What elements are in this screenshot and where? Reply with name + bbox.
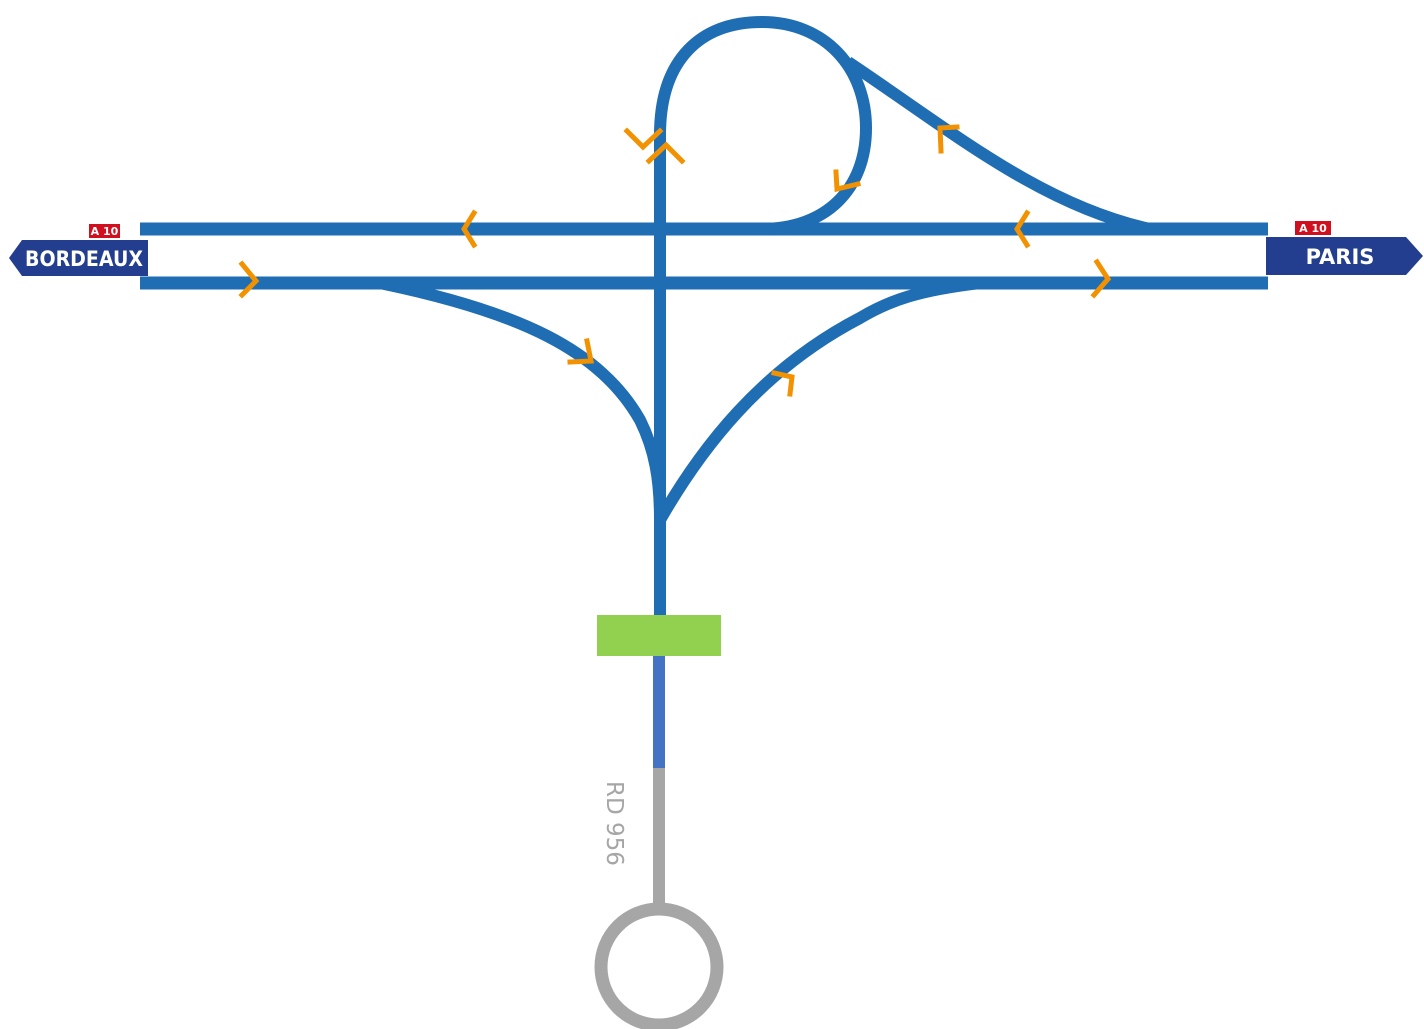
exit-ramp-from-bordeaux xyxy=(378,277,666,521)
direction-sign-panel xyxy=(13,243,145,273)
destination-label: BORDEAUX xyxy=(25,247,143,271)
direction-arrow xyxy=(645,141,686,165)
sign-bordeaux: A 10 BORDEAUX xyxy=(9,224,148,276)
sign-paris: A 10 PARIS xyxy=(1266,221,1423,275)
motorway-badge xyxy=(89,224,120,238)
local-access: RD 956 xyxy=(594,615,724,1029)
direction-arrow xyxy=(567,338,595,365)
destination-label: PARIS xyxy=(1306,245,1375,269)
motorway-badge xyxy=(1295,221,1331,235)
direction-arrow xyxy=(1090,258,1112,299)
direction-arrow xyxy=(623,127,664,151)
loop-ramp xyxy=(654,16,872,235)
toll-plaza xyxy=(597,615,721,656)
direction-arrow xyxy=(833,169,862,193)
motorway-badge-label: A 10 xyxy=(1299,222,1327,235)
interchange-ramps xyxy=(378,16,1152,615)
direction-arrows xyxy=(238,124,1112,397)
entry-ramp-to-paris xyxy=(654,277,981,523)
direction-arrow xyxy=(937,124,960,154)
direction-sign-panel xyxy=(1268,240,1419,272)
direction-arrow xyxy=(1014,209,1031,249)
direction-arrow xyxy=(771,370,795,397)
roundabout xyxy=(594,902,724,1029)
motorway-carriageways xyxy=(140,222,1268,290)
exit-ramp-from-paris xyxy=(844,57,1152,235)
motorway-badge-label: A 10 xyxy=(91,225,119,238)
direction-arrow xyxy=(238,260,260,299)
direction-arrow xyxy=(461,209,478,249)
secondary-road-label: RD 956 xyxy=(601,781,627,866)
